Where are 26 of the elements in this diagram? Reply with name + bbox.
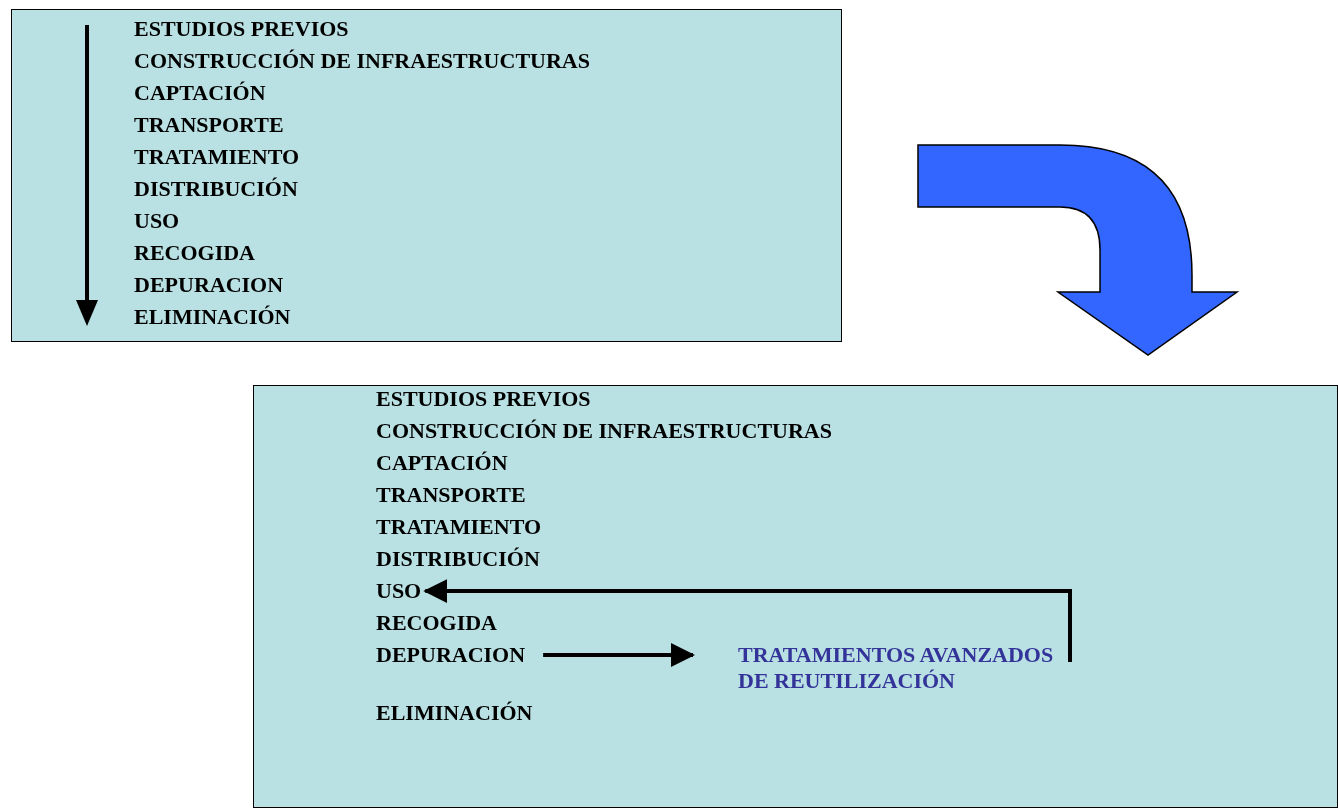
list-item: DEPURACION — [376, 642, 526, 668]
list-item: CAPTACIÓN — [134, 80, 266, 106]
list-item: ELIMINACIÓN — [134, 304, 291, 330]
list-item: CONSTRUCCIÓN DE INFRAESTRUCTURAS — [134, 48, 590, 74]
list-item: DISTRIBUCIÓN — [376, 546, 540, 572]
list-item: ELIMINACIÓN — [376, 700, 533, 726]
process-box — [253, 385, 1338, 808]
list-item: ESTUDIOS PREVIOS — [376, 386, 591, 412]
arrow — [423, 579, 1072, 662]
process-box — [11, 9, 842, 342]
list-item: TRANSPORTE — [134, 112, 284, 138]
list-item: DISTRIBUCIÓN — [134, 176, 298, 202]
list-item: RECOGIDA — [134, 240, 255, 266]
curved-block-arrow — [917, 144, 1238, 356]
list-item: ESTUDIOS PREVIOS — [134, 16, 349, 42]
list-item: TRATAMIENTO — [376, 514, 542, 540]
reuse-label: TRATAMIENTOS AVANZADOS DE REUTILIZACIÓN — [738, 642, 1068, 694]
list-item: CONSTRUCCIÓN DE INFRAESTRUCTURAS — [376, 418, 832, 444]
list-item: USO — [134, 208, 180, 234]
list-item: TRATAMIENTO — [134, 144, 300, 170]
list-item: DEPURACION — [134, 272, 284, 298]
list-item: USO — [376, 578, 422, 604]
list-item: RECOGIDA — [376, 610, 497, 636]
arrow — [543, 643, 695, 667]
list-item: CAPTACIÓN — [376, 450, 508, 476]
list-item: TRANSPORTE — [376, 482, 526, 508]
